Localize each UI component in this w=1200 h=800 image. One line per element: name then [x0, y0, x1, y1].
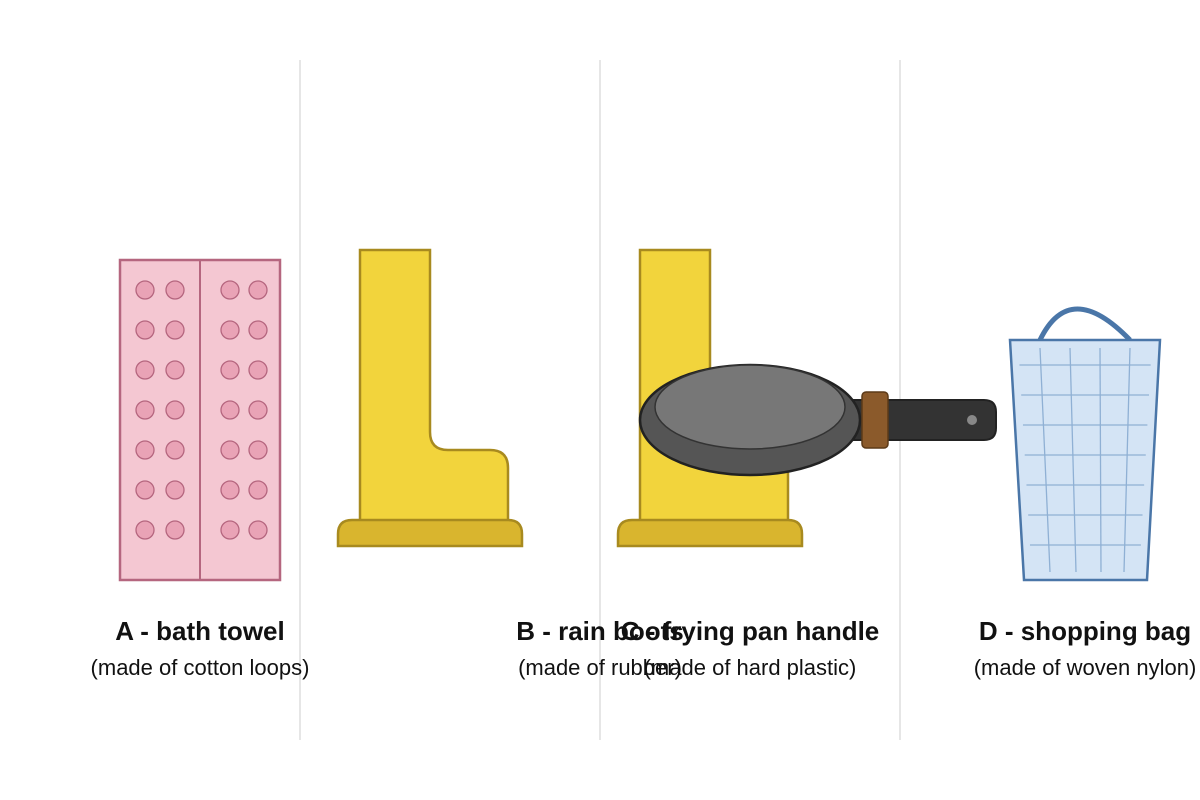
shopping-bag-icon: [1008, 306, 1162, 582]
item-c-subtitle: (made of hard plastic): [644, 655, 857, 680]
towel-loop: [220, 280, 240, 300]
towel-loop: [248, 520, 268, 540]
bag-weave-line: [1039, 347, 1051, 573]
item-a-subtitle: (made of cotton loops): [91, 655, 310, 680]
bag-handle: [1037, 306, 1132, 342]
bag-weave: [1019, 347, 1151, 573]
item-d-subtitle: (made of woven nylon): [974, 655, 1197, 680]
pan-collar: [861, 391, 889, 449]
item-b-title: B - rain boots: [516, 616, 684, 646]
pan-handle-hole: [967, 415, 977, 425]
towel-loop: [248, 320, 268, 340]
towel-loop: [248, 440, 268, 460]
towel-loop: [220, 520, 240, 540]
towel-loop: [135, 400, 155, 420]
towel-loop: [135, 360, 155, 380]
towel-loop: [165, 360, 185, 380]
towel-loop: [135, 440, 155, 460]
towel-loop: [220, 400, 240, 420]
bag-weave-line: [1099, 347, 1102, 573]
boot-sole: [336, 518, 524, 548]
bag-weave-line: [1069, 347, 1077, 573]
towel-loop: [248, 280, 268, 300]
towel-loop: [220, 320, 240, 340]
towel-loops: [135, 280, 268, 540]
towel-loop: [165, 440, 185, 460]
rain-boot-icon: [336, 248, 524, 548]
towel-loop: [135, 320, 155, 340]
towel-loop: [248, 360, 268, 380]
bag-weave-line: [1123, 347, 1131, 573]
towel-loop: [165, 320, 185, 340]
towel-loop: [135, 280, 155, 300]
towel-loop: [165, 520, 185, 540]
frying-pan-icon: [638, 363, 997, 477]
towel-icon: [118, 258, 282, 582]
towel-loop: [248, 480, 268, 500]
labels: A - bath towel (made of cotton loops) B …: [91, 616, 1197, 680]
boot-body: [358, 248, 510, 524]
item-a-title: A - bath towel: [115, 616, 284, 646]
towel-loop: [248, 400, 268, 420]
pan-interior: [654, 364, 846, 450]
towel-loop: [220, 360, 240, 380]
item-d-title: D - shopping bag: [979, 616, 1191, 646]
towel-loop: [220, 480, 240, 500]
towel-loop: [165, 480, 185, 500]
item-c-title: C - frying pan handle: [621, 616, 880, 646]
towel-loop: [135, 520, 155, 540]
bag-body: [1008, 338, 1162, 582]
towel-loop: [220, 440, 240, 460]
towel-loop: [135, 480, 155, 500]
item-b-subtitle: (made of rubber): [518, 655, 682, 680]
towel-loop: [165, 280, 185, 300]
towel-loop: [165, 400, 185, 420]
boot-sole: [616, 518, 804, 548]
